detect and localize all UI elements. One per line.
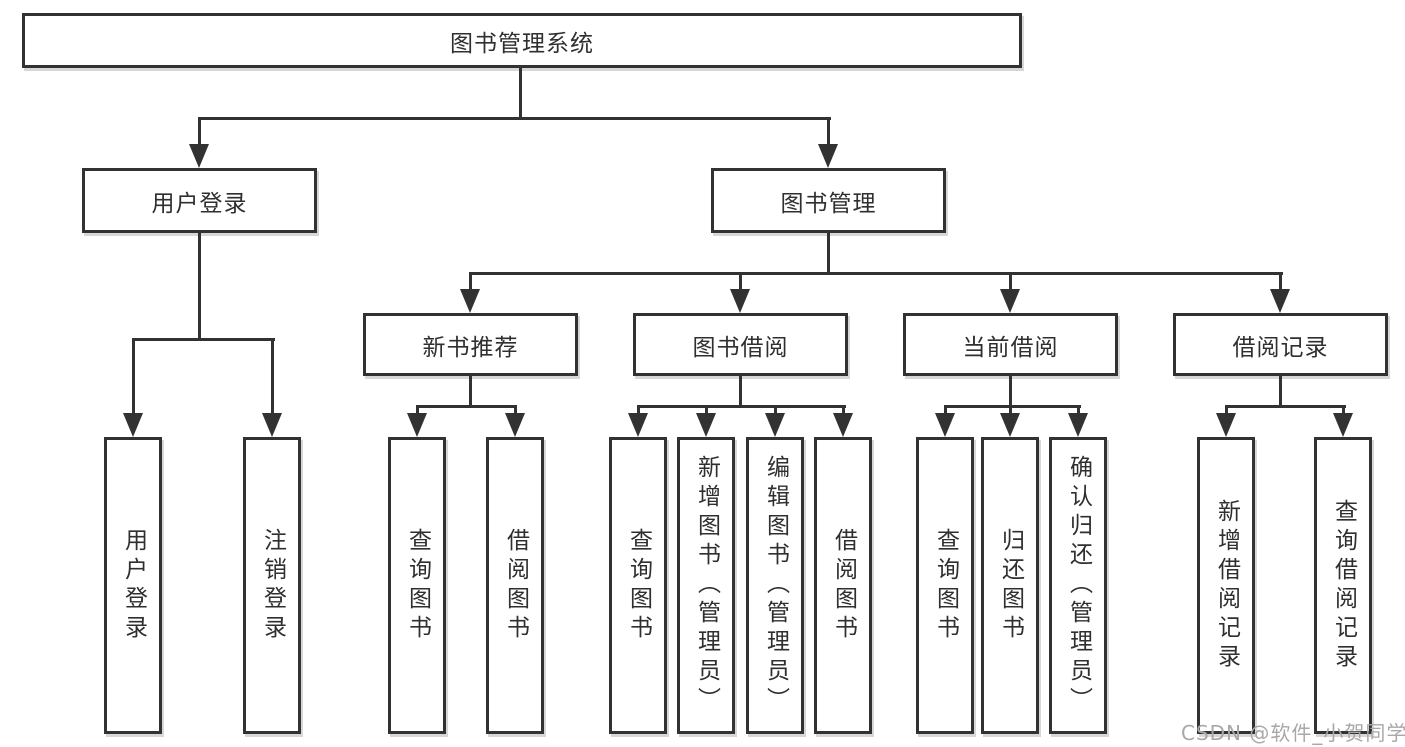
leaf-label: 查询图书 xyxy=(404,527,431,644)
leaf-query-borrow-record: 查询借阅记录 xyxy=(1314,437,1372,734)
leaf-label: 查询图书 xyxy=(625,527,652,644)
connector-drop xyxy=(1009,405,1012,417)
connector-drop xyxy=(416,405,419,417)
arrowhead-down xyxy=(628,413,648,437)
connector-recommend-branch xyxy=(416,405,517,408)
node-book-management: 图书管理 xyxy=(711,168,946,233)
connector-drop-leaf-logout xyxy=(271,338,274,416)
connector-records-stem xyxy=(1279,374,1282,408)
arrowhead-down xyxy=(696,413,716,437)
connector-root-stem xyxy=(519,67,522,120)
connector-user-login-stem xyxy=(198,232,201,341)
connector-level3-branch xyxy=(469,272,1283,275)
connector-records-branch xyxy=(1225,405,1346,408)
leaf-label: 注销登录 xyxy=(259,527,286,644)
arrowhead-down xyxy=(730,289,750,313)
connector-drop xyxy=(842,405,845,417)
connector-drop xyxy=(944,405,947,417)
node-new-book-recommend: 新书推荐 xyxy=(363,313,578,376)
leaf-label: 归还图书 xyxy=(997,527,1024,644)
connector-level2-branch xyxy=(198,117,831,120)
arrowhead-down xyxy=(1270,289,1290,313)
connector-book-management-stem xyxy=(827,232,830,275)
connector-current-stem xyxy=(1009,374,1012,408)
leaf-query-books-borrowing: 查询图书 xyxy=(609,437,667,734)
arrowhead-down xyxy=(1000,413,1020,437)
node-book-borrowing-label: 图书借阅 xyxy=(692,334,789,361)
connector-drop-book-management xyxy=(827,117,830,147)
arrowhead-down xyxy=(262,413,282,437)
leaf-add-books-admin: 新增图书（管理员） xyxy=(677,437,735,734)
leaf-label: 查询借阅记录 xyxy=(1330,498,1357,673)
connector-borrowing-branch xyxy=(637,405,846,408)
connector-drop xyxy=(705,405,708,417)
arrowhead-down xyxy=(818,144,838,168)
connector-drop-borrowing-records xyxy=(1279,272,1282,292)
leaf-borrow-books-recommend: 借阅图书 xyxy=(486,437,544,734)
leaf-edit-books-admin: 编辑图书（管理员） xyxy=(746,437,804,734)
node-new-book-recommend-label: 新书推荐 xyxy=(422,334,519,361)
node-user-login-label: 用户登录 xyxy=(151,190,248,217)
arrowhead-down xyxy=(123,413,143,437)
csdn-watermark: CSDN @软件_小贺同学 xyxy=(1181,721,1405,745)
connector-current-branch xyxy=(944,405,1081,408)
node-borrowing-records: 借阅记录 xyxy=(1173,313,1388,376)
connector-borrowing-stem xyxy=(739,374,742,408)
leaf-confirm-return-admin: 确认归还（管理员） xyxy=(1049,437,1107,734)
node-book-management-label: 图书管理 xyxy=(780,190,877,217)
node-current-borrowing: 当前借阅 xyxy=(903,313,1118,376)
connector-drop xyxy=(514,405,517,417)
connector-drop-user-login xyxy=(198,117,201,147)
connector-drop xyxy=(1342,405,1345,417)
node-root-label: 图书管理系统 xyxy=(450,30,594,57)
connector-drop-leaf-user-login xyxy=(132,338,135,416)
arrowhead-down xyxy=(407,413,427,437)
connector-drop-book-borrowing xyxy=(739,272,742,292)
connector-drop xyxy=(637,405,640,417)
leaf-add-borrow-record: 新增借阅记录 xyxy=(1197,437,1255,734)
connector-drop-current-borrowing xyxy=(1009,272,1012,292)
leaf-label: 编辑图书（管理员） xyxy=(762,455,789,716)
arrowhead-down xyxy=(1333,413,1353,437)
leaf-return-books: 归还图书 xyxy=(981,437,1039,734)
arrowhead-down xyxy=(1068,413,1088,437)
connector-recommend-stem xyxy=(469,374,472,408)
arrowhead-down xyxy=(505,413,525,437)
leaf-user-login: 用户登录 xyxy=(104,437,162,734)
leaf-query-books-recommend: 查询图书 xyxy=(388,437,446,734)
arrowhead-down xyxy=(1000,289,1020,313)
connector-drop-new-book-recommend xyxy=(469,272,472,292)
leaf-logout: 注销登录 xyxy=(243,437,301,734)
leaf-label: 借阅图书 xyxy=(502,527,529,644)
leaf-query-books-current: 查询图书 xyxy=(916,437,974,734)
leaf-label: 借阅图书 xyxy=(830,527,857,644)
node-current-borrowing-label: 当前借阅 xyxy=(962,334,1059,361)
connector-user-login-branch xyxy=(132,338,275,341)
leaf-label: 新增图书（管理员） xyxy=(693,455,720,716)
arrowhead-down xyxy=(935,413,955,437)
leaf-label: 确认归还（管理员） xyxy=(1065,455,1092,716)
node-root: 图书管理系统 xyxy=(22,13,1022,68)
connector-drop xyxy=(1225,405,1228,417)
connector-drop xyxy=(1077,405,1080,417)
arrowhead-down xyxy=(189,144,209,168)
connector-drop xyxy=(774,405,777,417)
leaf-borrow-books-borrowing: 借阅图书 xyxy=(814,437,872,734)
leaf-label: 新增借阅记录 xyxy=(1213,498,1240,673)
node-user-login: 用户登录 xyxy=(82,168,317,233)
node-book-borrowing: 图书借阅 xyxy=(633,313,848,376)
leaf-label: 用户登录 xyxy=(120,527,147,644)
arrowhead-down xyxy=(1216,413,1236,437)
arrowhead-down xyxy=(833,413,853,437)
arrowhead-down xyxy=(460,289,480,313)
arrowhead-down xyxy=(765,413,785,437)
leaf-label: 查询图书 xyxy=(932,527,959,644)
node-borrowing-records-label: 借阅记录 xyxy=(1232,334,1329,361)
